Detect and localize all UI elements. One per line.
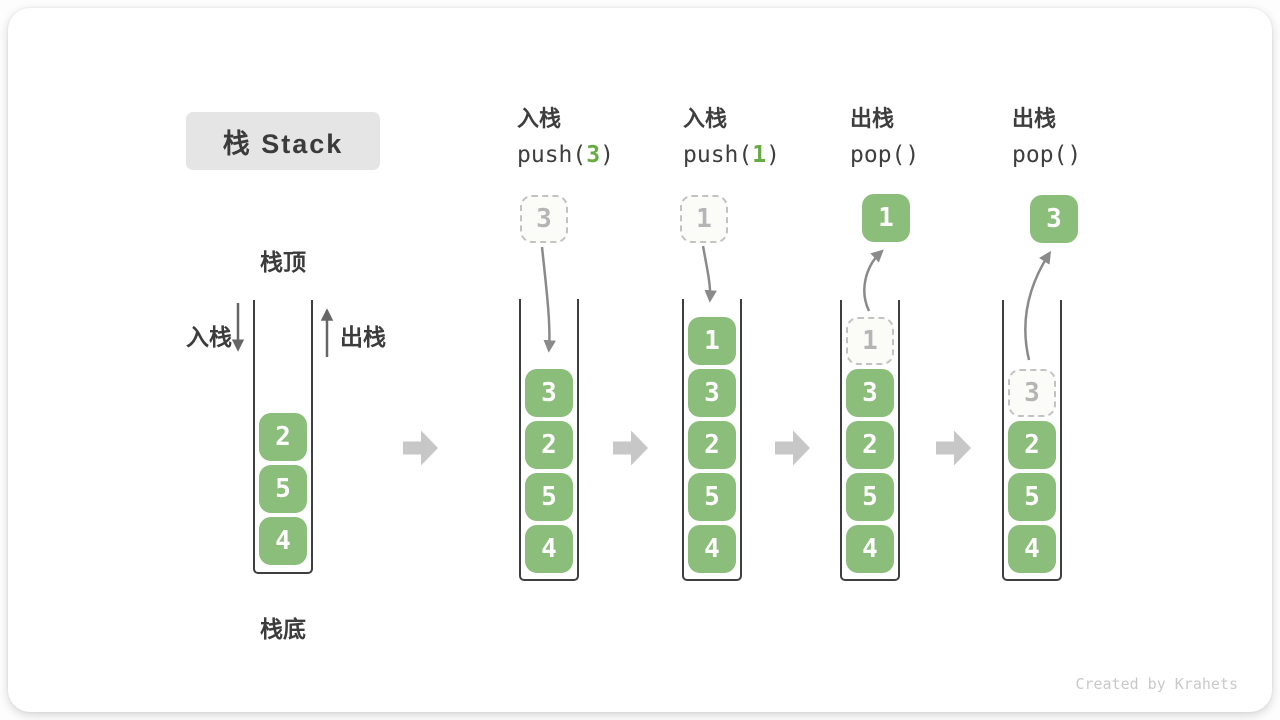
stack-container-1 [253, 300, 313, 574]
pop-side-label: 出栈 [340, 324, 386, 350]
operation-name: 入栈 [517, 106, 562, 131]
operation-code: pop() [850, 142, 920, 168]
stack-block: 1 [688, 317, 736, 365]
popped-value-box: 1 [862, 194, 910, 242]
stack-block: 5 [846, 473, 894, 521]
stack-block: 2 [688, 421, 736, 469]
stack-block: 2 [525, 421, 573, 469]
stack-block: 4 [525, 525, 573, 573]
popped-value-box: 3 [1030, 195, 1078, 243]
page-title-text: 栈 Stack [222, 128, 344, 159]
operation-label-push-1: 入栈 push(1) [683, 104, 813, 169]
ghost-block: 1 [846, 317, 894, 365]
stack-block: 4 [259, 517, 307, 565]
stack-block: 4 [846, 525, 894, 573]
operation-label-pop-3: 出栈 pop() [1012, 104, 1142, 169]
operation-code: push(1) [683, 142, 780, 168]
page-title: 栈 Stack [186, 112, 380, 170]
stack-block: 3 [846, 369, 894, 417]
stack-block: 2 [1008, 421, 1056, 469]
operation-code: pop() [1012, 142, 1082, 168]
stack-container-3 [682, 299, 742, 581]
operation-code: push(3) [517, 142, 614, 168]
stack-block: 4 [688, 525, 736, 573]
stack-block: 4 [1008, 525, 1056, 573]
stack-container-4 [840, 300, 900, 581]
operation-label-pop-1: 出栈 pop() [850, 104, 980, 169]
stack-top-label: 栈顶 [260, 249, 306, 275]
operation-arg: 1 [752, 142, 767, 168]
stack-block: 2 [259, 413, 307, 461]
incoming-value-box: 1 [680, 195, 728, 243]
stack-block: 5 [1008, 473, 1056, 521]
stack-bottom-label: 栈底 [260, 616, 306, 642]
watermark: Created by Krahets [1075, 675, 1238, 693]
operation-arg: 3 [586, 142, 601, 168]
stack-block: 3 [525, 369, 573, 417]
stack-block: 5 [688, 473, 736, 521]
stack-block: 2 [846, 421, 894, 469]
stack-container-2 [519, 299, 579, 581]
operation-name: 出栈 [1012, 106, 1057, 131]
stack-container-5 [1002, 300, 1062, 581]
operation-name: 出栈 [850, 106, 895, 131]
stack-block: 5 [259, 465, 307, 513]
stack-block: 3 [688, 369, 736, 417]
operation-label-push-3: 入栈 push(3) [517, 104, 647, 169]
stack-block: 5 [525, 473, 573, 521]
ghost-block: 3 [1008, 369, 1056, 417]
push-side-label: 入栈 [186, 324, 232, 350]
incoming-value-box: 3 [520, 195, 568, 243]
operation-name: 入栈 [683, 106, 728, 131]
